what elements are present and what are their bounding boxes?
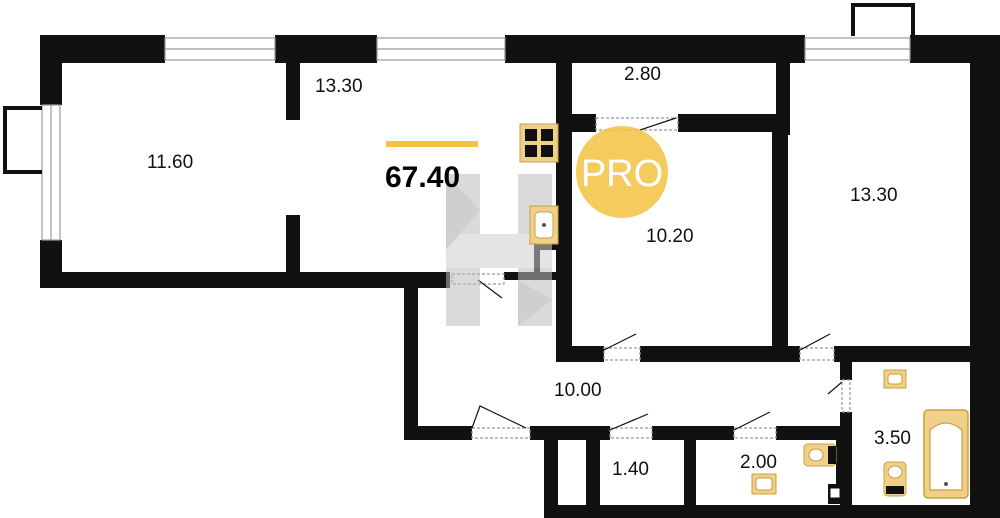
wall-bottom-outer (544, 505, 1000, 518)
wall-closet-left (586, 426, 600, 518)
wall-top-center (505, 35, 805, 63)
watermark-logo (446, 174, 552, 326)
wall-storage-left (556, 35, 572, 120)
wall-right (970, 35, 1000, 518)
room-area-hallway: 10.00 (554, 380, 602, 401)
wall-left-upper (40, 35, 62, 105)
balcony-left (3, 106, 42, 174)
wall-mid-bottom-c (834, 346, 970, 362)
room-area-storage-top: 2.80 (624, 64, 661, 85)
bath-sink-icon (883, 369, 907, 389)
total-area-underline (386, 141, 478, 147)
wall-hall-bottom-a (404, 426, 472, 440)
wall-bath-left (840, 350, 852, 380)
door-closet (609, 427, 653, 439)
door-wc (733, 427, 777, 439)
kitchen-sink-icon (529, 205, 559, 245)
wall-hall-bottom-d (776, 426, 846, 440)
wall-bottom-left (40, 272, 450, 288)
wall-closet-right (684, 426, 696, 518)
wall-mid-left (556, 114, 572, 362)
wall-divider-left-low (286, 215, 300, 288)
door-bedroom-middle (603, 347, 641, 361)
room-area-wc: 2.00 (740, 452, 777, 473)
wall-mid-bottom-b (640, 346, 800, 362)
room-area-living-left: 11.60 (147, 152, 193, 173)
wall-storage-bottom-b (678, 114, 790, 132)
wall-divider-left (286, 55, 300, 120)
door-bathroom (841, 379, 851, 413)
bathtub-icon (923, 409, 969, 499)
balcony-top-right (851, 3, 915, 36)
room-area-closet: 1.40 (612, 459, 649, 480)
wall-mid-bottom-a (556, 346, 604, 362)
door-bedroom-right (799, 347, 835, 361)
toilet-icon-bath (883, 461, 907, 497)
wall-mid-right (772, 114, 788, 362)
wall-storage-right (776, 35, 790, 135)
door-entry (471, 427, 531, 439)
pro-badge-text: PRO (581, 153, 663, 195)
wc-sink-icon (751, 473, 777, 495)
pro-badge-circle (576, 126, 668, 218)
wall-hall-left (404, 285, 418, 440)
room-area-bathroom: 3.50 (874, 428, 911, 449)
total-area: 67.40 (385, 161, 460, 194)
room-area-kitchen: 13.30 (315, 76, 363, 97)
wall-bottom-outer-left (544, 426, 558, 518)
duct-square (829, 487, 841, 499)
windows (41, 37, 911, 241)
toilet-icon-wc (803, 443, 837, 467)
room-area-bedroom-middle: 10.20 (646, 226, 694, 247)
room-area-bedroom-right: 13.30 (850, 185, 898, 206)
stove-icon (519, 123, 559, 163)
